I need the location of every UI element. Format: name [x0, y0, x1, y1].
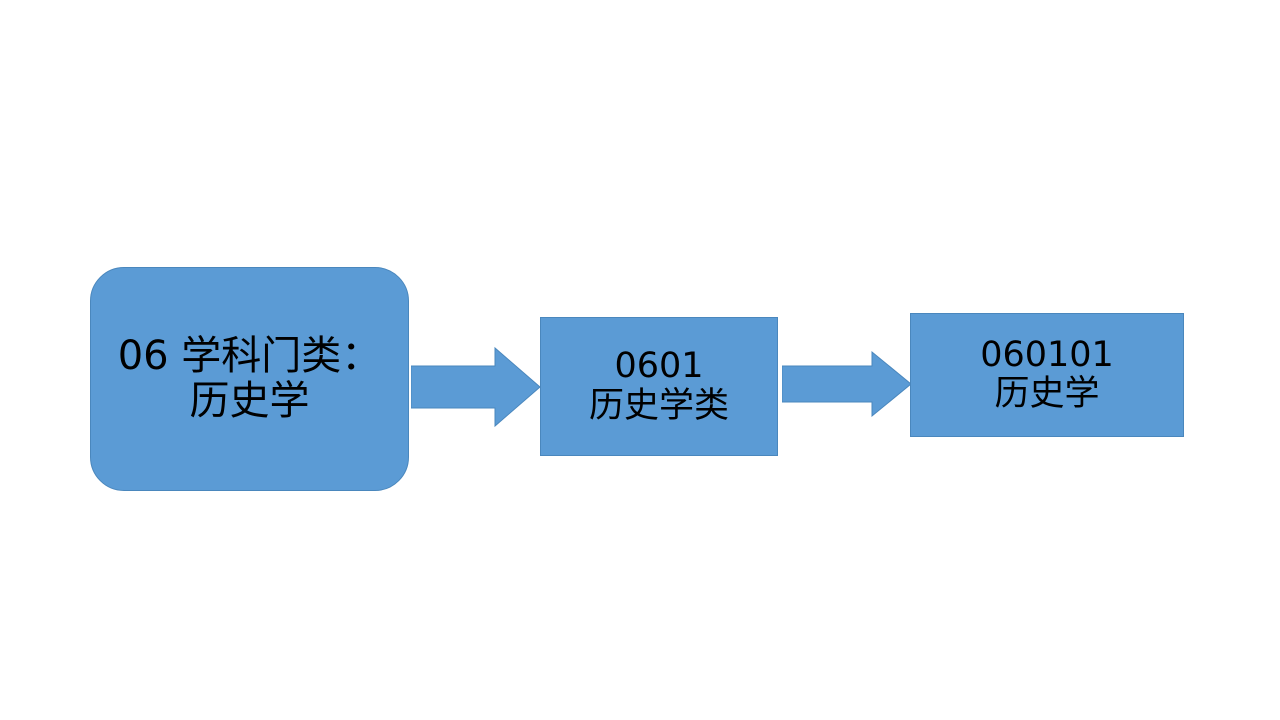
flow-node-category[interactable]: 06 学科门类： 历史学 — [90, 267, 409, 491]
right-arrow-icon-category-to-class — [411, 345, 541, 429]
right-arrow-icon — [411, 346, 541, 428]
flow-node-major[interactable]: 060101 历史学 — [910, 313, 1184, 437]
flow-node-major-line-2: 历史学 — [994, 374, 1100, 414]
flow-node-category-line-1: 06 学科门类： — [117, 333, 382, 380]
right-arrow-icon — [782, 350, 912, 418]
flow-node-class[interactable]: 0601 历史学类 — [540, 317, 778, 456]
flow-node-major-line-1: 060101 — [980, 334, 1114, 375]
flow-node-class-line-2: 历史学类 — [588, 385, 729, 426]
right-arrow-icon-class-to-major — [782, 349, 912, 419]
flow-node-category-line-2: 历史学 — [189, 378, 310, 424]
flow-node-class-line-1: 0601 — [614, 346, 704, 387]
